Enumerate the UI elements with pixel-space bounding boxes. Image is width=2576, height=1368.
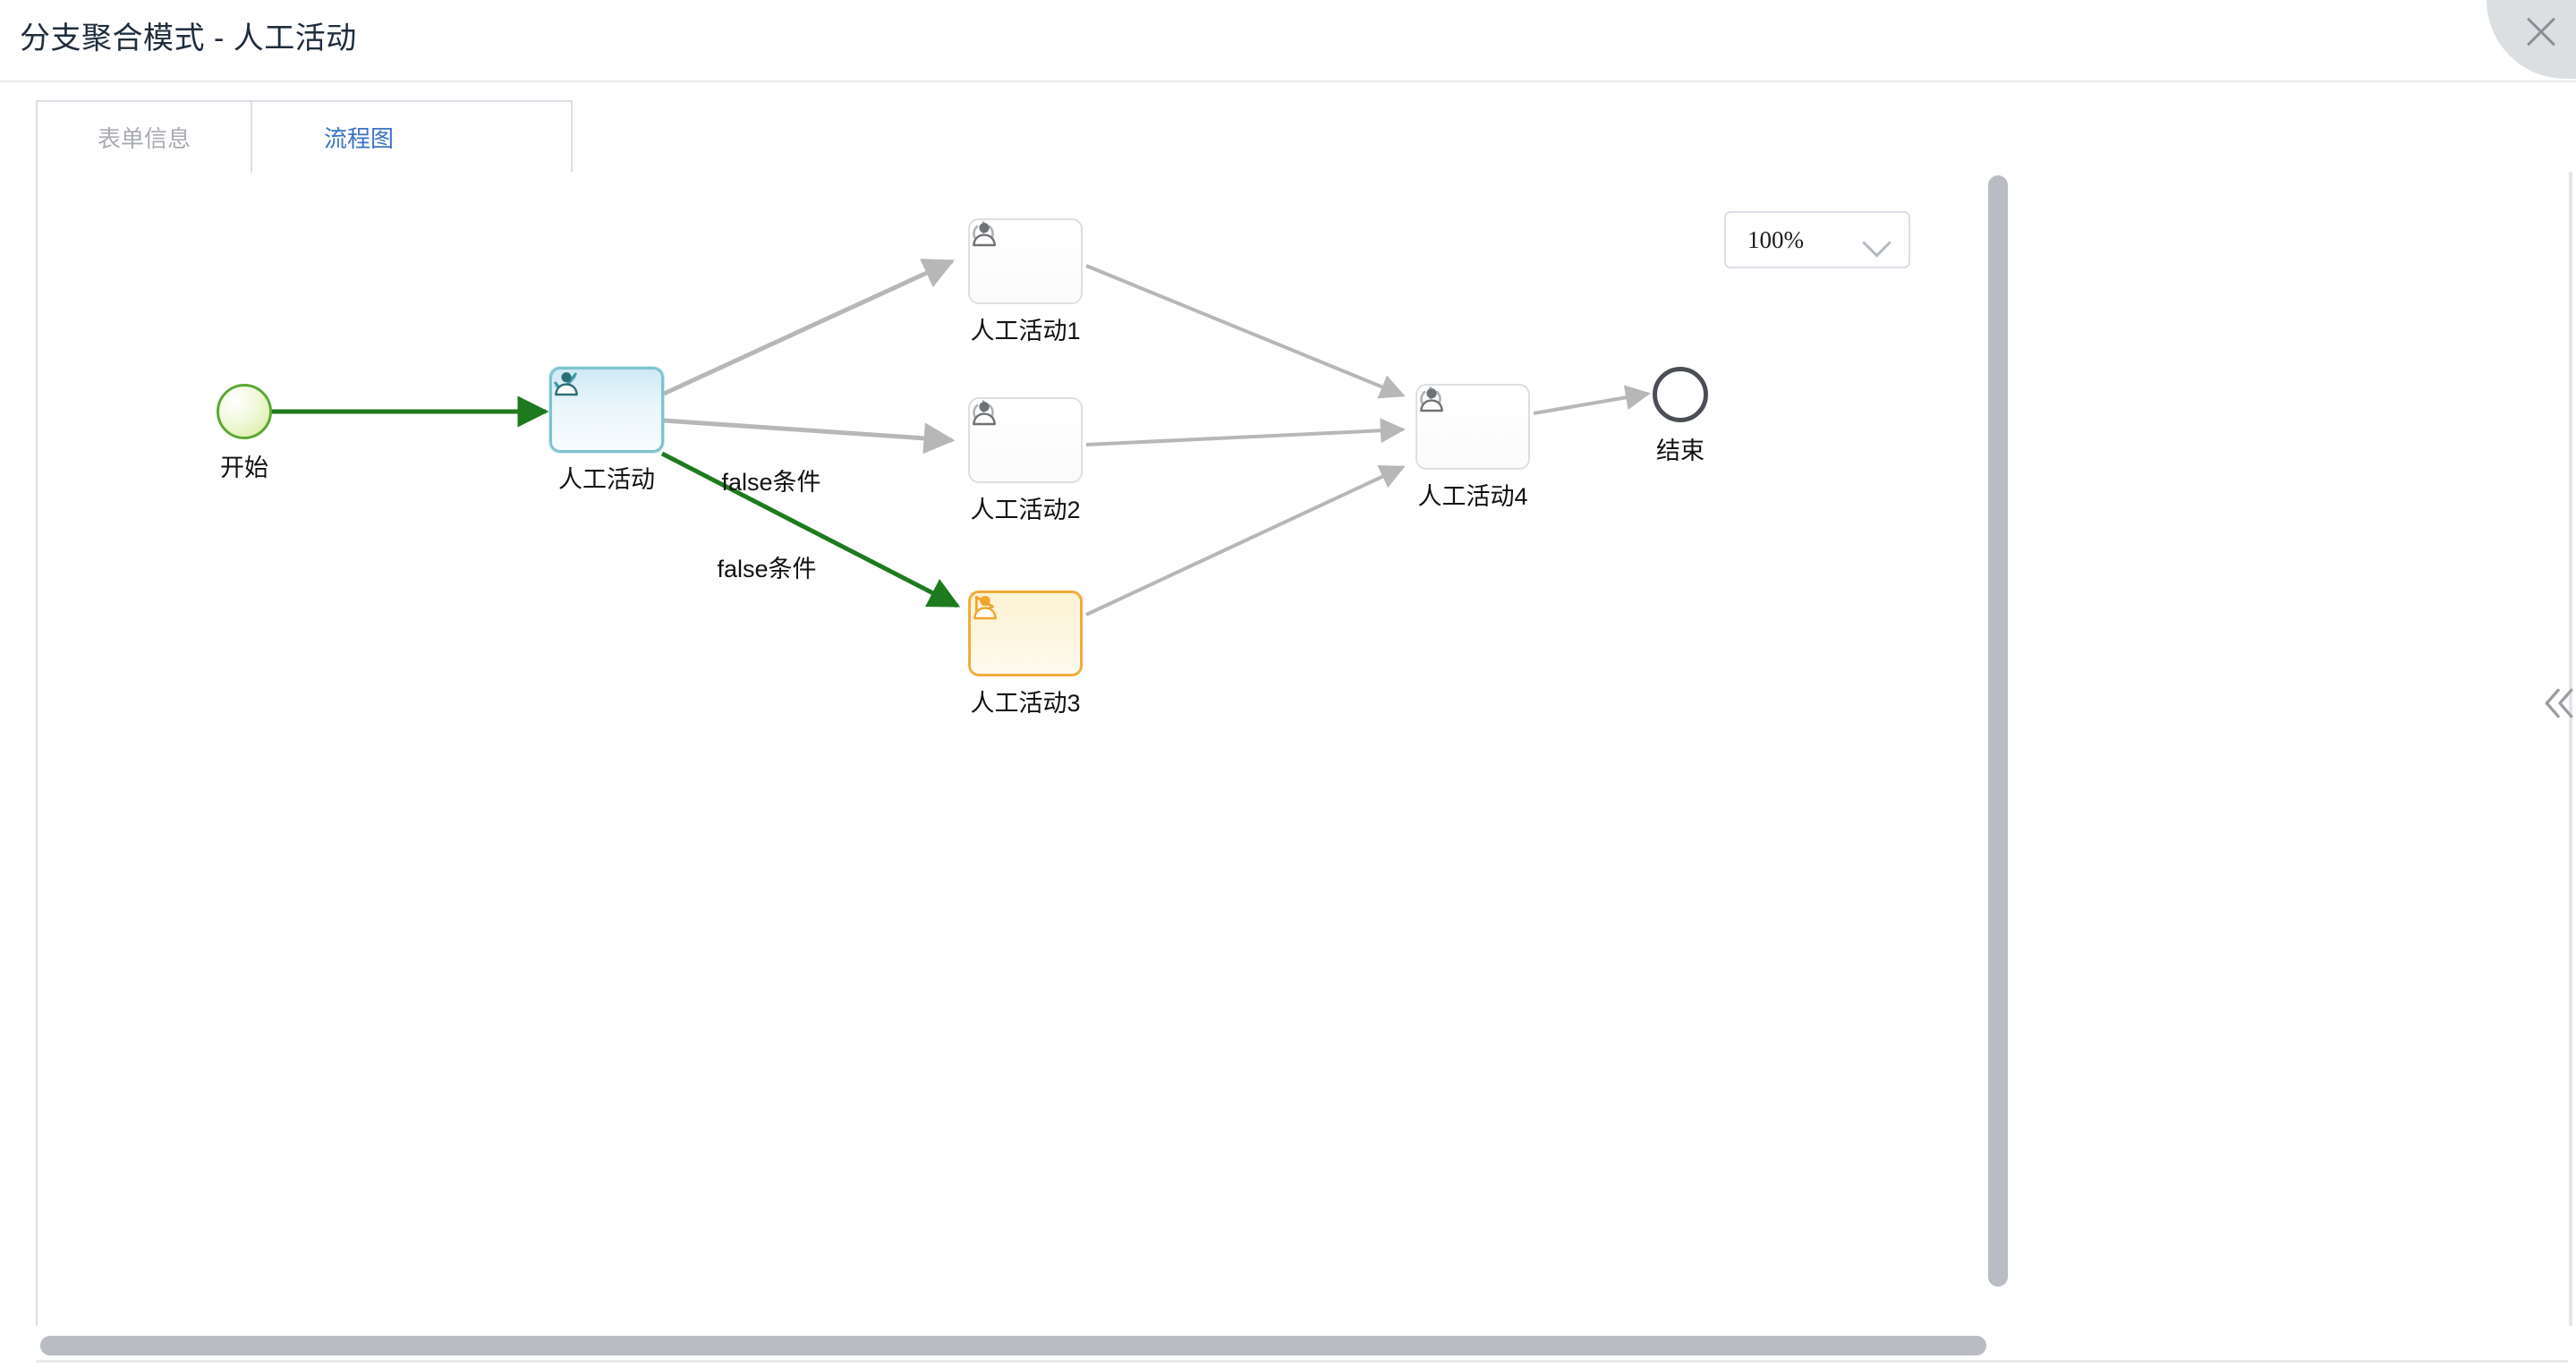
node-task3[interactable]: 人工活动3 — [968, 591, 1083, 717]
node-end-label: 结束 — [1656, 438, 1705, 464]
close-icon — [2522, 13, 2560, 50]
node-task3-label: 人工活动3 — [970, 690, 1081, 717]
panel-collapse-handle[interactable] — [2545, 172, 2576, 1326]
user-icon — [555, 372, 578, 396]
vertical-scrollbar[interactable] — [1988, 175, 2008, 1287]
edge-task1-to-task4 — [1085, 264, 1406, 399]
tab-flow-chart[interactable]: 流程图 — [251, 100, 465, 174]
node-task4-label: 人工活动4 — [1417, 483, 1528, 510]
user-icon — [973, 223, 996, 247]
node-task2[interactable]: 人工活动2 — [968, 397, 1083, 523]
user-task-box — [968, 218, 1083, 304]
bottom-divider — [36, 1360, 2568, 1363]
end-event-circle — [1653, 367, 1708, 422]
node-start[interactable]: 开始 — [217, 384, 272, 481]
node-start-label: 开始 — [220, 455, 268, 481]
edge-task4-to-end — [1533, 385, 1651, 415]
close-button[interactable] — [2487, 0, 2576, 79]
vertical-scrollbar-thumb[interactable] — [1988, 175, 2008, 1287]
diagram-edges-layer — [243, 259, 1651, 616]
node-task0-label: 人工活动 — [558, 466, 655, 493]
tab-bar: 表单信息 流程图 — [36, 100, 573, 174]
panel-divider — [2569, 172, 2572, 1326]
page-title: 分支聚合模式 - 人工活动 — [20, 21, 357, 55]
zoom-level-select[interactable]: 100% — [1724, 211, 1910, 268]
edge-task0-to-task1 — [662, 259, 956, 396]
user-task-box — [549, 367, 664, 453]
node-end[interactable]: 结束 — [1653, 367, 1708, 464]
node-task4[interactable]: 人工活动4 — [1416, 384, 1530, 510]
chevron-double-left-icon — [2545, 688, 2573, 718]
user-icon — [1420, 388, 1443, 412]
dialog-header: 分支聚合模式 - 人工活动 — [0, 0, 2576, 82]
node-task0[interactable]: 人工活动 — [549, 367, 664, 493]
process-diagram: false条件 false条件 开始 人工活动 — [38, 172, 2568, 1326]
edge-label-task0-task1: false条件 — [721, 469, 821, 496]
flow-chart-canvas: 100% — [36, 172, 2568, 1326]
edge-task3-to-task4 — [1085, 464, 1406, 616]
user-task-box — [968, 397, 1083, 483]
edge-task0-to-task3 — [660, 451, 961, 608]
horizontal-scrollbar-thumb[interactable] — [40, 1336, 1986, 1355]
user-icon — [973, 402, 996, 426]
tab-bar-filler — [465, 100, 573, 174]
edge-task2-to-task4 — [1085, 418, 1406, 446]
node-task1-label: 人工活动1 — [970, 318, 1081, 344]
horizontal-scrollbar[interactable] — [36, 1336, 2568, 1355]
zoom-level-value: 100% — [1747, 225, 1804, 253]
node-task1[interactable]: 人工活动1 — [968, 218, 1083, 344]
edge-label-task0-task2: false条件 — [717, 556, 817, 582]
user-task-box — [968, 591, 1083, 676]
edge-task0-to-task2 — [663, 418, 956, 455]
user-task-box — [1416, 384, 1530, 470]
node-task2-label: 人工活动2 — [970, 497, 1081, 523]
tab-form-info[interactable]: 表单信息 — [36, 100, 251, 174]
start-event-circle — [217, 384, 272, 439]
user-icon — [973, 596, 997, 620]
